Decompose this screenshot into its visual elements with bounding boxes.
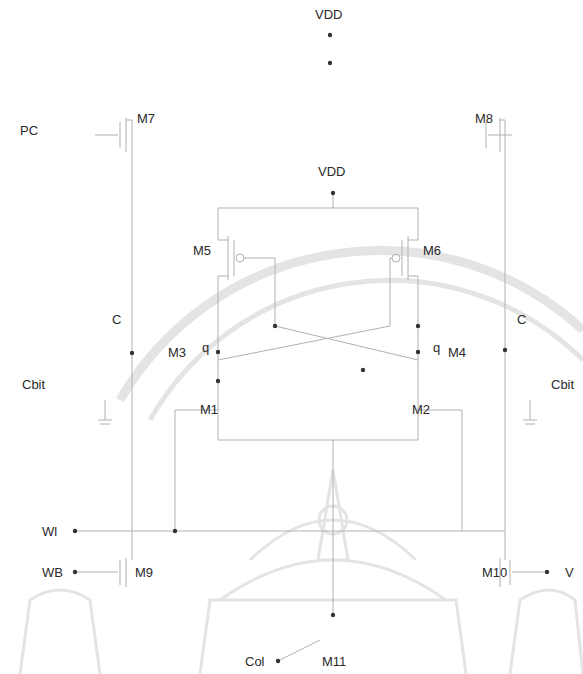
wires: [75, 118, 547, 661]
node-label: q: [433, 341, 440, 354]
transistor-label: M6: [423, 244, 441, 257]
transistor-label: M8: [475, 112, 493, 125]
supply-label: VDD: [315, 8, 342, 21]
capacitor-label: Cbit: [551, 378, 574, 391]
signal-label: Col: [245, 655, 265, 668]
transistor-label: M10: [482, 566, 507, 579]
node-label: q: [202, 341, 209, 354]
node-label: C: [112, 313, 121, 326]
transistor-label: M7: [137, 112, 155, 125]
signal-label: Wl: [42, 525, 57, 538]
supply-label: VDD: [318, 165, 345, 178]
junction-dots: [73, 33, 549, 663]
capacitor-label: Cbit: [22, 378, 45, 391]
transistor-label: M5: [193, 244, 211, 257]
watermark: [20, 250, 583, 674]
signal-label: PC: [20, 124, 38, 137]
transistor-label: M9: [135, 566, 153, 579]
transistor-label: M11: [322, 655, 346, 668]
transistor-label: M1: [200, 403, 218, 416]
signal-label: V: [565, 566, 574, 579]
signal-label: WB: [42, 566, 63, 579]
transistor-label: M3: [168, 346, 186, 359]
transistor-label: M4: [448, 346, 466, 359]
transistor-label: M2: [412, 403, 430, 416]
node-label: C: [517, 313, 526, 326]
